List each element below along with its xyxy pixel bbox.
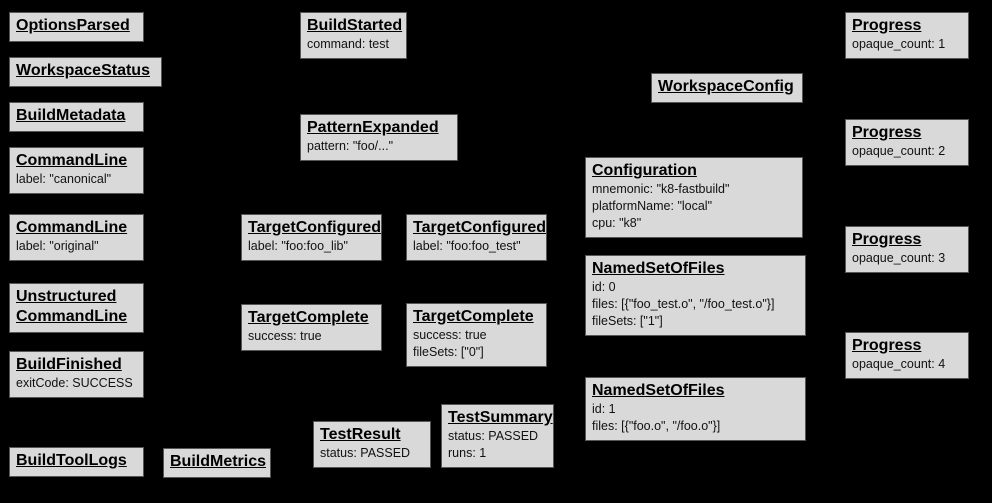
node-title: WorkspaceStatus [16,62,150,79]
event-node-options-parsed: OptionsParsed [9,12,144,42]
node-title: Configuration [592,162,697,179]
node-title: TestSummary [448,409,553,426]
node-title-line2: CommandLine [16,308,128,325]
node-field: opaque_count: 3 [852,251,946,265]
node-field: success: true [248,329,322,343]
node-title: Progress [852,17,922,34]
event-node-test-result: TestResult status: PASSED [313,421,431,468]
node-title: TestResult [320,426,401,443]
node-field: runs: 1 [448,446,487,460]
node-title: BuildStarted [307,17,403,34]
node-title: TargetComplete [248,309,369,326]
event-node-target-configured-foo-test: TargetConfigured label: "foo:foo_test" [406,214,547,261]
event-node-configuration: Configuration mnemonic: "k8-fastbuild" p… [585,157,803,238]
event-node-build-finished: BuildFinished exitCode: SUCCESS [9,351,144,398]
node-field: mnemonic: "k8-fastbuild" [592,182,730,196]
event-node-target-complete-foo-test: TargetComplete success: true fileSets: [… [406,303,547,367]
node-title: PatternExpanded [307,119,439,136]
node-field: cpu: "k8" [592,216,642,230]
node-field: id: 0 [592,280,616,294]
node-title: TargetConfigured [413,219,547,236]
node-field: opaque_count: 2 [852,144,946,158]
event-node-pattern-expanded: PatternExpanded pattern: "foo/..." [300,114,458,161]
node-title: Progress [852,124,922,141]
node-field: success: true [413,328,487,342]
event-node-unstructured-command-line: Unstructured CommandLine [9,283,144,333]
event-node-build-tool-logs: BuildToolLogs [9,447,144,477]
event-node-test-summary: TestSummary status: PASSED runs: 1 [441,404,554,468]
node-field: fileSets: ["0"] [413,345,484,359]
node-field: label: "original" [16,239,99,253]
node-field: files: [{"foo_test.o", "/foo_test.o"}] [592,297,775,311]
node-title: TargetConfigured [248,219,382,236]
event-node-progress-1: Progress opaque_count: 1 [845,12,969,59]
node-title: WorkspaceConfig [658,78,794,95]
event-node-workspace-config: WorkspaceConfig [651,73,803,103]
node-title: Unstructured [16,288,117,305]
node-title: TargetComplete [413,308,534,325]
node-title: Progress [852,231,922,248]
event-node-target-configured-foo-lib: TargetConfigured label: "foo:foo_lib" [241,214,382,261]
event-node-workspace-status: WorkspaceStatus [9,57,162,87]
node-title: BuildMetrics [170,453,267,470]
node-field: opaque_count: 1 [852,37,946,51]
node-title: BuildFinished [16,356,122,373]
node-title: OptionsParsed [16,17,130,34]
node-field: status: PASSED [320,446,411,460]
node-field: opaque_count: 4 [852,357,946,371]
node-title: CommandLine [16,219,128,236]
event-node-build-started: BuildStarted command: test [300,12,407,59]
node-field: label: "foo:foo_test" [413,239,521,253]
node-field: fileSets: ["1"] [592,314,663,328]
node-title: Progress [852,337,922,354]
node-field: files: [{"foo.o", "/foo.o"}] [592,419,721,433]
node-field: command: test [307,37,389,51]
event-node-target-complete-foo-lib: TargetComplete success: true [241,304,382,351]
event-node-build-metrics: BuildMetrics [163,448,271,478]
node-title: NamedSetOfFiles [592,260,725,277]
node-title: BuildMetadata [16,107,126,124]
node-field: label: "canonical" [16,172,112,186]
event-node-named-set-of-files-0: NamedSetOfFiles id: 0 files: [{"foo_test… [585,255,806,336]
node-title: BuildToolLogs [16,452,127,469]
event-node-command-line-canonical: CommandLine label: "canonical" [9,147,144,194]
node-field: label: "foo:foo_lib" [248,239,348,253]
event-node-named-set-of-files-1: NamedSetOfFiles id: 1 files: [{"foo.o", … [585,377,806,441]
event-node-command-line-original: CommandLine label: "original" [9,214,144,261]
event-node-progress-4: Progress opaque_count: 4 [845,332,969,379]
node-field: platformName: "local" [592,199,713,213]
node-title: CommandLine [16,152,128,169]
event-node-progress-2: Progress opaque_count: 2 [845,119,969,166]
node-field: pattern: "foo/..." [307,139,394,153]
node-title: NamedSetOfFiles [592,382,725,399]
event-node-build-metadata: BuildMetadata [9,102,144,132]
node-field: exitCode: SUCCESS [16,376,133,390]
node-field: id: 1 [592,402,616,416]
event-node-progress-3: Progress opaque_count: 3 [845,226,969,273]
node-field: status: PASSED [448,429,539,443]
